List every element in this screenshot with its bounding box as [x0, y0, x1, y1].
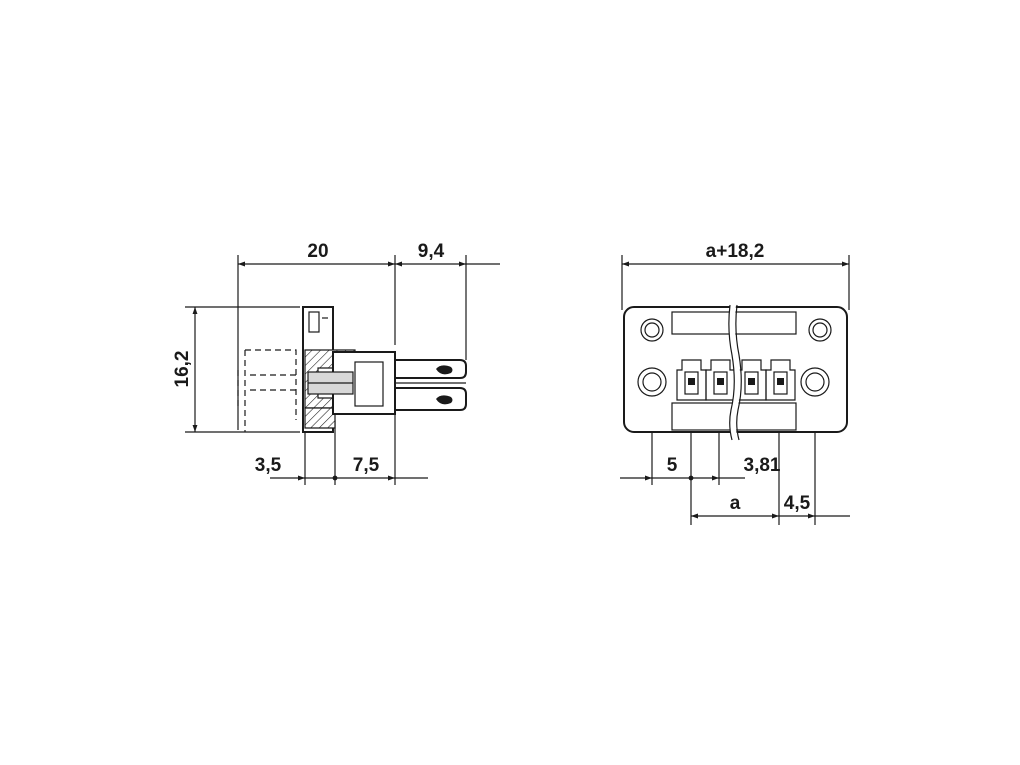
dim-span: a	[730, 493, 741, 514]
break-mask	[728, 304, 741, 441]
break-line	[735, 304, 742, 441]
screw-flange-hole	[637, 367, 667, 397]
mounting-hole-inner	[644, 322, 660, 338]
pin-eyelet	[436, 365, 453, 375]
side-view: 20 9,4 16,2 3,5 7,5	[172, 241, 500, 485]
dim-hole-offset: 4,5	[784, 493, 811, 514]
dim-pin-length: 9,4	[418, 241, 445, 262]
mating-plug-outline	[237, 349, 297, 432]
screw-flange-hole	[800, 367, 830, 397]
dim-overall-width: a+18,2	[706, 241, 765, 262]
mounting-hole	[808, 318, 832, 342]
dim-dot	[332, 475, 338, 481]
break-line	[728, 304, 735, 441]
dim-body-depth: 7,5	[353, 455, 380, 476]
pin-lower	[394, 387, 467, 411]
pin-upper	[394, 359, 467, 379]
front-view: a+18,2	[620, 241, 850, 525]
dim-flange-offset: 3,5	[255, 455, 282, 476]
mounting-hole-inner	[812, 322, 828, 338]
mounting-hole	[640, 318, 664, 342]
dim-overall-length: 20	[307, 241, 328, 262]
dim-edge-to-first-pin: 5	[667, 455, 678, 476]
dim-dot	[688, 475, 694, 481]
dim-height: 16,2	[172, 351, 193, 388]
dim-pitch: 3,81	[744, 455, 781, 476]
contact-chamber	[765, 359, 796, 401]
body-inner	[354, 361, 384, 407]
screw-flange-hole-inner	[642, 372, 662, 392]
screw-flange-hole-inner	[805, 372, 825, 392]
flange-slot	[308, 311, 320, 333]
pin-eyelet	[436, 395, 453, 405]
section-hatch-lower	[304, 407, 336, 429]
